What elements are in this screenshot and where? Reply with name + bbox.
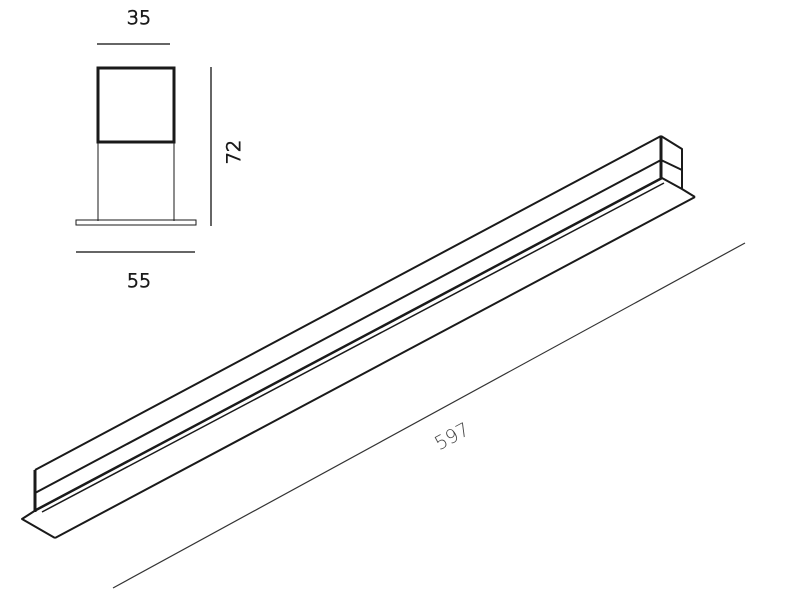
label-height: 72 bbox=[223, 140, 245, 164]
left-flange-end bbox=[21, 509, 56, 539]
label-top-width: 35 bbox=[127, 7, 151, 29]
profile-flange bbox=[75, 219, 197, 226]
right-end-face bbox=[660, 135, 683, 189]
right-flange-end bbox=[661, 177, 696, 198]
cross-section-view: 35 72 55 bbox=[75, 7, 246, 293]
dimension-line-length bbox=[112, 242, 746, 589]
label-length: 597 bbox=[431, 418, 473, 455]
flange-front-edge bbox=[54, 196, 696, 539]
right-end-mid bbox=[660, 159, 683, 171]
profile-top-edge bbox=[34, 135, 662, 471]
profile-mid-edge bbox=[34, 159, 662, 494]
profile-lower-edge bbox=[35, 176, 663, 512]
length-dimension: 597 bbox=[112, 242, 746, 589]
profile-head bbox=[96, 66, 176, 144]
isometric-profile-view bbox=[21, 135, 696, 539]
profile-lower-edge-inner bbox=[41, 182, 665, 513]
label-base-width: 55 bbox=[127, 270, 151, 292]
